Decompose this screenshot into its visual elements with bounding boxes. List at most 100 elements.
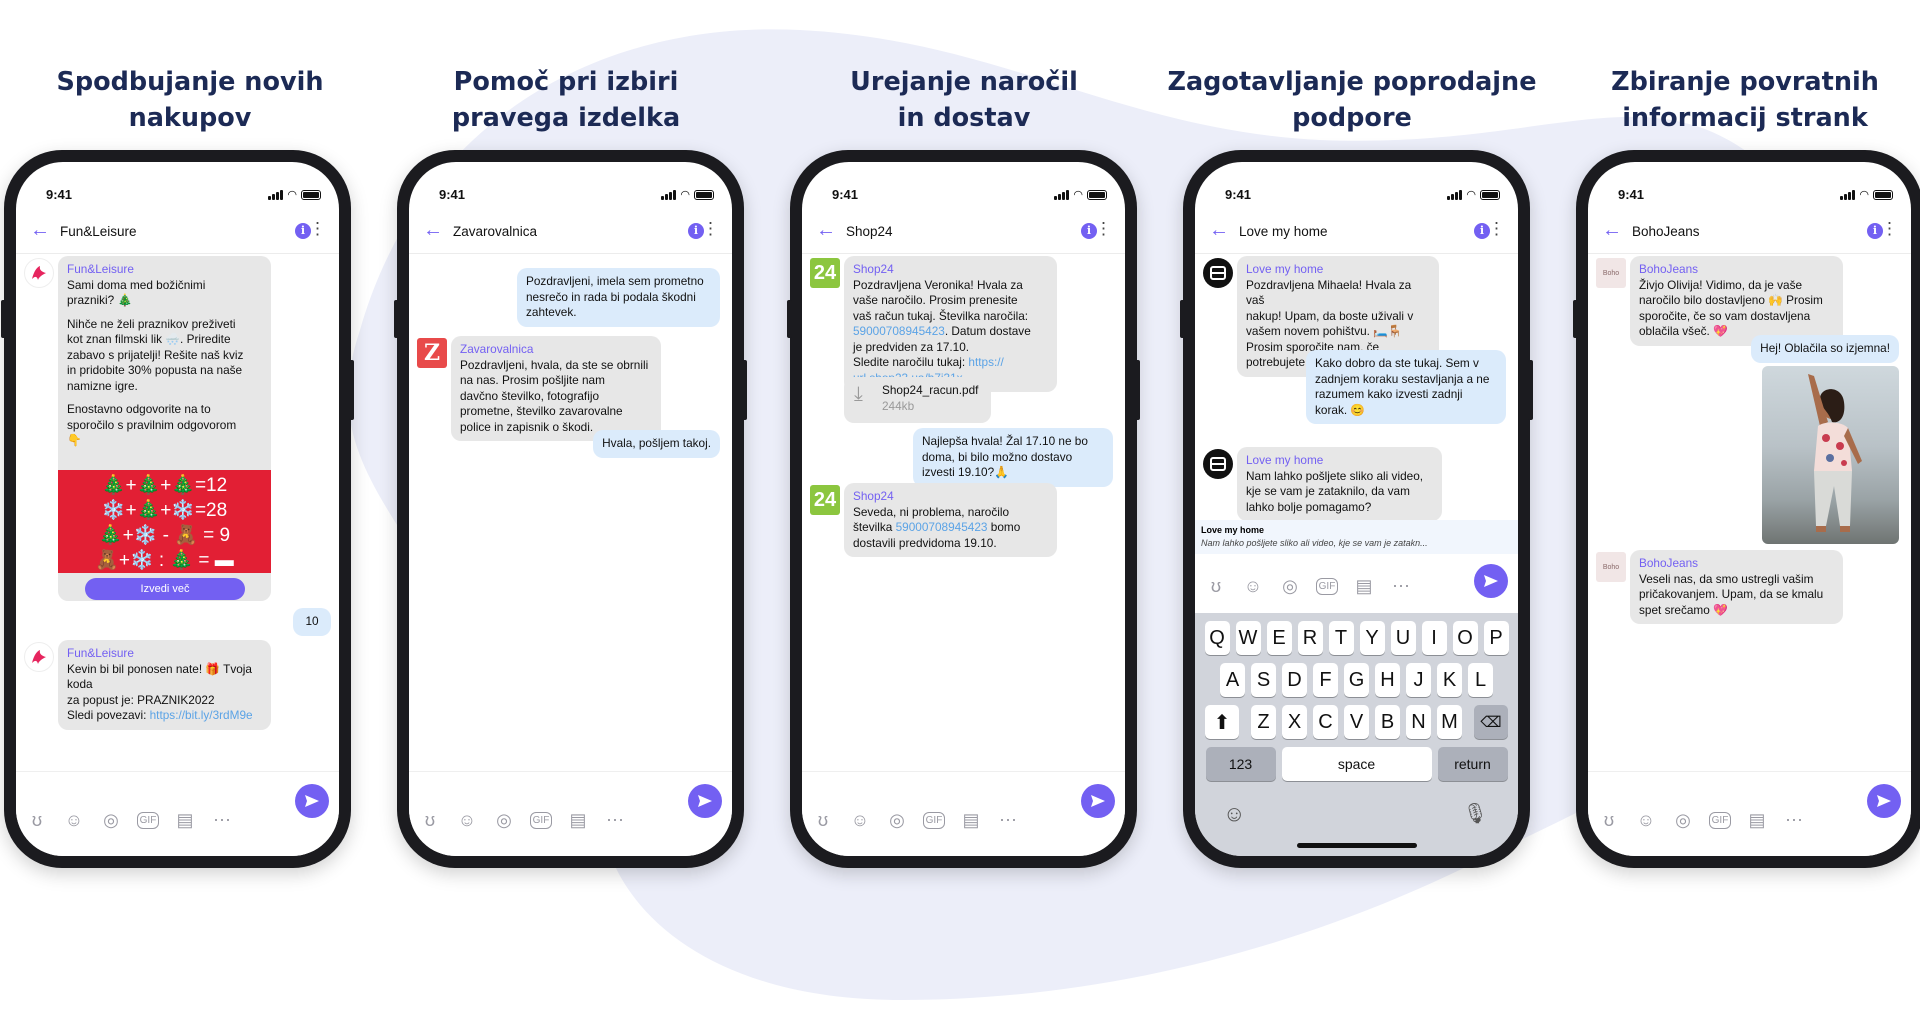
- info-icon[interactable]: i: [688, 223, 704, 239]
- send-button[interactable]: [295, 784, 329, 818]
- more-icon[interactable]: ⋯: [606, 810, 624, 830]
- more-vertical-icon[interactable]: ⋮: [1095, 219, 1112, 238]
- emoji-icon[interactable]: ☺: [1243, 576, 1263, 596]
- send-button[interactable]: [1867, 784, 1901, 818]
- coupon-link[interactable]: https://bit.ly/3rdM9e: [149, 708, 253, 722]
- key[interactable]: J: [1406, 663, 1431, 697]
- camera-icon[interactable]: ◎: [103, 810, 119, 830]
- more-icon[interactable]: ⋯: [1392, 576, 1410, 596]
- key[interactable]: K: [1437, 663, 1462, 697]
- shift-key[interactable]: ⬆: [1205, 705, 1239, 739]
- camera-icon[interactable]: ◎: [889, 810, 905, 830]
- key[interactable]: G: [1344, 663, 1369, 697]
- customer-photo[interactable]: [1762, 366, 1899, 544]
- send-button[interactable]: [688, 784, 722, 818]
- more-vertical-icon[interactable]: ⋮: [309, 219, 326, 238]
- more-vertical-icon[interactable]: ⋮: [1881, 219, 1898, 238]
- arrow-left-icon[interactable]: ←: [816, 219, 836, 241]
- phone-screen: 9:41 ◠ ← BohoJeans i ⋮ Boho BohoJeans Ži…: [1588, 162, 1911, 856]
- emoji-icon[interactable]: ☺: [457, 810, 477, 830]
- microphone-icon[interactable]: 🎙: [1462, 803, 1488, 825]
- backspace-key[interactable]: ⌫: [1474, 705, 1508, 739]
- emoji-icon[interactable]: ☺: [1636, 810, 1656, 830]
- info-icon[interactable]: i: [1081, 223, 1097, 239]
- key[interactable]: P: [1483, 621, 1509, 655]
- key[interactable]: L: [1468, 663, 1493, 697]
- message-text: pričakovanjem. Upam, da se kmalu: [1639, 587, 1824, 601]
- gallery-icon[interactable]: ▤: [176, 810, 194, 830]
- order-number-link[interactable]: 59000708945423: [895, 520, 988, 534]
- key[interactable]: Z: [1251, 705, 1276, 739]
- key[interactable]: W: [1235, 621, 1261, 655]
- key[interactable]: C: [1313, 705, 1338, 739]
- key[interactable]: Y: [1359, 621, 1385, 655]
- arrow-left-icon[interactable]: ←: [423, 219, 443, 241]
- sticker-icon[interactable]: ʊ: [1210, 576, 1222, 596]
- gif-icon[interactable]: GIF: [137, 811, 159, 829]
- key[interactable]: S: [1251, 663, 1276, 697]
- emoji-icon[interactable]: ☺: [64, 810, 84, 830]
- more-icon[interactable]: ⋯: [213, 810, 231, 830]
- message-bubble: Fun&Leisure Sami doma med božičnimi praz…: [58, 256, 271, 601]
- key[interactable]: X: [1282, 705, 1307, 739]
- sender-name: Shop24: [853, 262, 894, 276]
- message-text: na nas. Prosim pošljite nam: [460, 373, 605, 387]
- info-icon[interactable]: i: [295, 223, 311, 239]
- tracking-link[interactable]: https://: [968, 355, 1004, 369]
- key[interactable]: F: [1313, 663, 1338, 697]
- order-number-link[interactable]: 59000708945423: [853, 324, 945, 338]
- message-bubble: Shop24 Pozdravljena Veronika! Hvala za v…: [844, 256, 1057, 392]
- learn-more-button[interactable]: Izvedi več: [85, 578, 245, 600]
- gallery-icon[interactable]: ▤: [569, 810, 587, 830]
- send-button[interactable]: [1081, 784, 1115, 818]
- key[interactable]: D: [1282, 663, 1307, 697]
- composer-bar: ʊ ☺ ◎ GIF ▤ ⋯: [1588, 771, 1911, 856]
- key[interactable]: Q: [1204, 621, 1230, 655]
- key[interactable]: T: [1328, 621, 1354, 655]
- status-time: 9:41: [439, 187, 466, 202]
- more-vertical-icon[interactable]: ⋮: [1488, 219, 1505, 238]
- sticker-icon[interactable]: ʊ: [424, 810, 436, 830]
- more-icon[interactable]: ⋯: [999, 810, 1017, 830]
- send-button[interactable]: [1474, 564, 1508, 598]
- sticker-icon[interactable]: ʊ: [1603, 810, 1615, 830]
- return-key[interactable]: return: [1437, 747, 1508, 781]
- message-text: lahko bolje pomagamo?: [1246, 499, 1372, 514]
- key[interactable]: R: [1297, 621, 1323, 655]
- gallery-icon[interactable]: ▤: [962, 810, 980, 830]
- battery-icon: [1087, 189, 1107, 200]
- gallery-icon[interactable]: ▤: [1355, 576, 1373, 596]
- key[interactable]: M: [1437, 705, 1462, 739]
- arrow-left-icon[interactable]: ←: [30, 219, 50, 241]
- key[interactable]: I: [1421, 621, 1447, 655]
- key[interactable]: H: [1375, 663, 1400, 697]
- numbers-key[interactable]: 123: [1205, 747, 1276, 781]
- camera-icon[interactable]: ◎: [1282, 576, 1298, 596]
- more-vertical-icon[interactable]: ⋮: [702, 219, 719, 238]
- info-icon[interactable]: i: [1474, 223, 1490, 239]
- gif-icon[interactable]: GIF: [1316, 577, 1338, 595]
- sticker-icon[interactable]: ʊ: [31, 810, 43, 830]
- key[interactable]: V: [1344, 705, 1369, 739]
- key[interactable]: B: [1375, 705, 1400, 739]
- gif-icon[interactable]: GIF: [923, 811, 945, 829]
- sticker-icon[interactable]: ʊ: [817, 810, 829, 830]
- key[interactable]: E: [1266, 621, 1292, 655]
- key[interactable]: N: [1406, 705, 1431, 739]
- emoji-keyboard-icon[interactable]: ☺: [1223, 801, 1246, 826]
- space-key[interactable]: space: [1281, 747, 1432, 781]
- key[interactable]: O: [1452, 621, 1478, 655]
- emoji-icon[interactable]: ☺: [850, 810, 870, 830]
- key[interactable]: U: [1390, 621, 1416, 655]
- key[interactable]: A: [1220, 663, 1245, 697]
- camera-icon[interactable]: ◎: [496, 810, 512, 830]
- camera-icon[interactable]: ◎: [1675, 810, 1691, 830]
- gif-icon[interactable]: GIF: [530, 811, 552, 829]
- arrow-left-icon[interactable]: ←: [1209, 219, 1229, 241]
- arrow-left-icon[interactable]: ←: [1602, 219, 1622, 241]
- gif-icon[interactable]: GIF: [1709, 811, 1731, 829]
- info-icon[interactable]: i: [1867, 223, 1883, 239]
- gallery-icon[interactable]: ▤: [1748, 810, 1766, 830]
- file-attachment[interactable]: ⤓ Shop24_racun.pdf 244kb: [844, 377, 991, 423]
- more-icon[interactable]: ⋯: [1785, 810, 1803, 830]
